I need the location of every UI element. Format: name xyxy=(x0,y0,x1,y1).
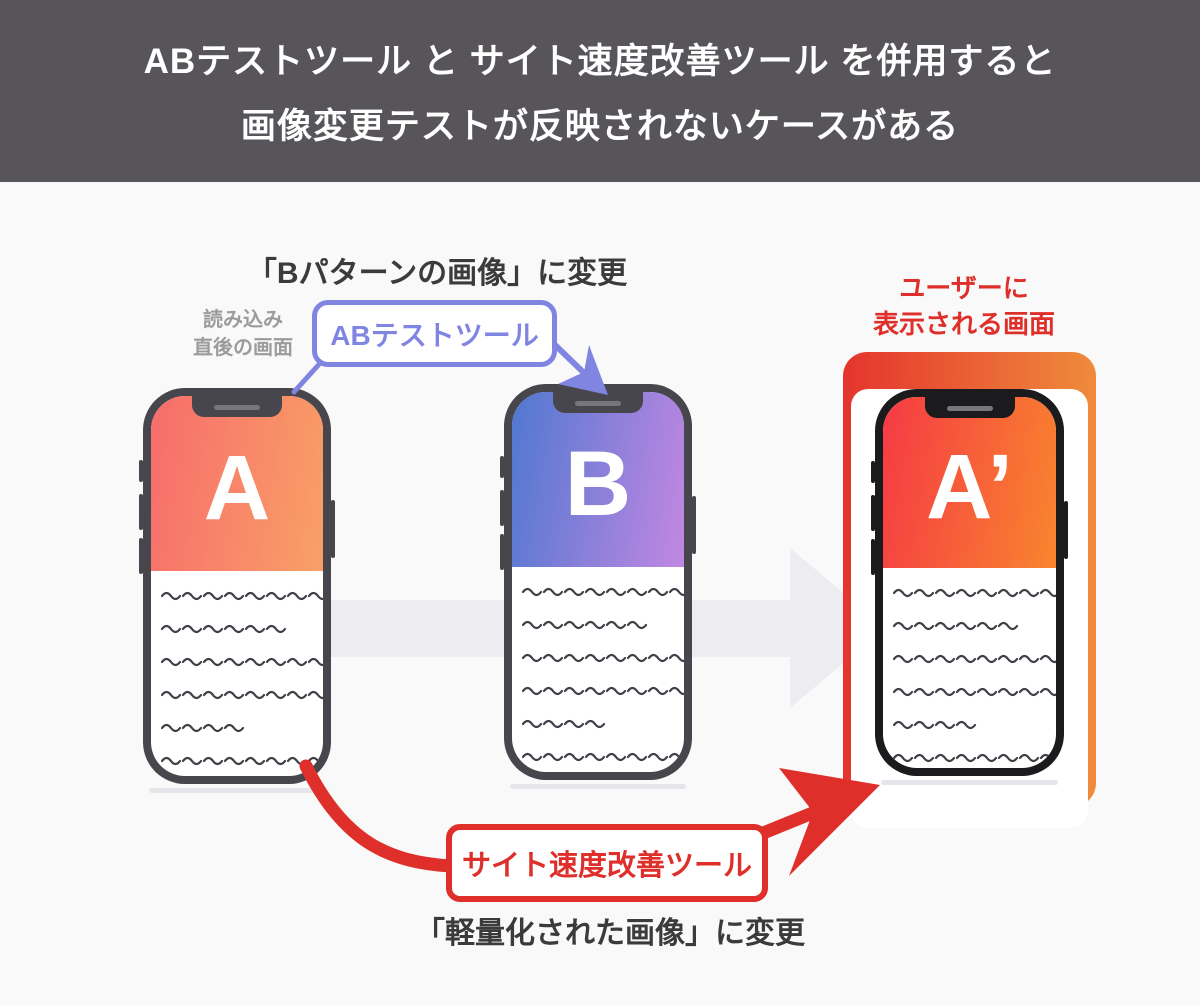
speed-arrow-curve xyxy=(299,759,457,873)
volume-up-button xyxy=(500,490,504,526)
squiggle-row xyxy=(522,620,648,629)
hero-letter: A’ xyxy=(926,436,1013,539)
phone-shadow xyxy=(509,784,687,789)
header-title-line2: 画像変更テストが反映されないケースがある xyxy=(240,107,960,146)
squiggle-row xyxy=(522,752,684,761)
squiggle-row xyxy=(522,653,684,662)
volume-down-button xyxy=(139,538,143,574)
phone-screen: A’ xyxy=(883,397,1056,768)
volume-down-button xyxy=(500,534,504,570)
hero-letter: A xyxy=(203,437,271,540)
caption-b-pattern: 「Bパターンの画像」に変更 xyxy=(246,257,628,290)
caption-lightweight: 「軽量化された画像」に変更 xyxy=(415,917,805,950)
speaker-slit xyxy=(575,401,621,406)
phone-shadow xyxy=(880,780,1059,785)
speaker-slit xyxy=(214,405,260,410)
phone-pattern-a: A xyxy=(139,388,335,793)
mute-button xyxy=(871,461,875,483)
squiggle-row xyxy=(522,686,684,695)
phone-screen: B xyxy=(512,392,684,772)
phone-hero: B xyxy=(512,392,684,567)
mute-button xyxy=(500,456,504,478)
phone-notch xyxy=(192,396,282,417)
power-button xyxy=(1064,501,1068,559)
squiggle-row xyxy=(893,621,1019,630)
phone-hero: A’ xyxy=(883,397,1056,568)
ab-arrow-lead xyxy=(291,358,325,395)
volume-up-button xyxy=(139,494,143,530)
squiggle-row xyxy=(161,723,245,732)
label-initial-screen: 読み込み 直後の画面 xyxy=(162,306,324,362)
squiggle-row xyxy=(161,756,323,765)
phone-pattern-a-degraded: A’ xyxy=(871,389,1068,785)
squiggle-row xyxy=(893,753,1056,762)
squiggle-row xyxy=(522,719,606,728)
speed-tool-box: サイト速度改善ツール xyxy=(446,824,768,902)
squiggle-row xyxy=(161,591,323,600)
label-initial-screen-line1: 読み込み xyxy=(203,309,283,331)
speaker-slit xyxy=(946,406,993,411)
result-box-inner: A’ xyxy=(851,389,1088,828)
mute-button xyxy=(139,460,143,482)
phone-notch xyxy=(924,397,1015,418)
phone-shadow xyxy=(148,788,326,793)
power-button xyxy=(692,496,696,554)
squiggle-row xyxy=(893,588,1056,597)
content-rows xyxy=(893,586,1056,763)
squiggle-row xyxy=(161,690,323,699)
header-title-line1: ABテストツール と サイト速度改善ツール を併用すると xyxy=(143,42,1057,81)
ab-test-tool-box: ABテストツール xyxy=(312,300,557,367)
power-button xyxy=(331,500,335,558)
ab-test-tool-label: ABテストツール xyxy=(330,319,539,351)
content-rows xyxy=(161,589,323,766)
label-user-screen: ユーザーに 表示される画面 xyxy=(843,270,1085,342)
header-banner: ABテストツール と サイト速度改善ツール を併用すると 画像変更テストが反映さ… xyxy=(0,0,1200,182)
squiggle-row xyxy=(893,720,977,729)
phone-screen: A xyxy=(151,396,323,776)
volume-up-button xyxy=(871,495,875,531)
label-initial-screen-line2: 直後の画面 xyxy=(193,337,293,359)
squiggle-row xyxy=(161,624,287,633)
result-highlight-box: A’ xyxy=(843,352,1096,828)
volume-down-button xyxy=(871,539,875,575)
phone-pattern-b: B xyxy=(500,384,696,789)
label-user-screen-line1: ユーザーに xyxy=(899,273,1029,303)
phone-notch xyxy=(553,392,643,413)
content-rows xyxy=(522,585,684,762)
label-user-screen-line2: 表示される画面 xyxy=(872,309,1055,339)
squiggle-row xyxy=(893,654,1056,663)
squiggle-row xyxy=(893,687,1056,696)
squiggle-row xyxy=(161,657,323,666)
speed-tool-label: サイト速度改善ツール xyxy=(461,850,752,882)
hero-letter: B xyxy=(564,433,632,536)
squiggle-row xyxy=(522,587,684,596)
phone-hero: A xyxy=(151,396,323,571)
